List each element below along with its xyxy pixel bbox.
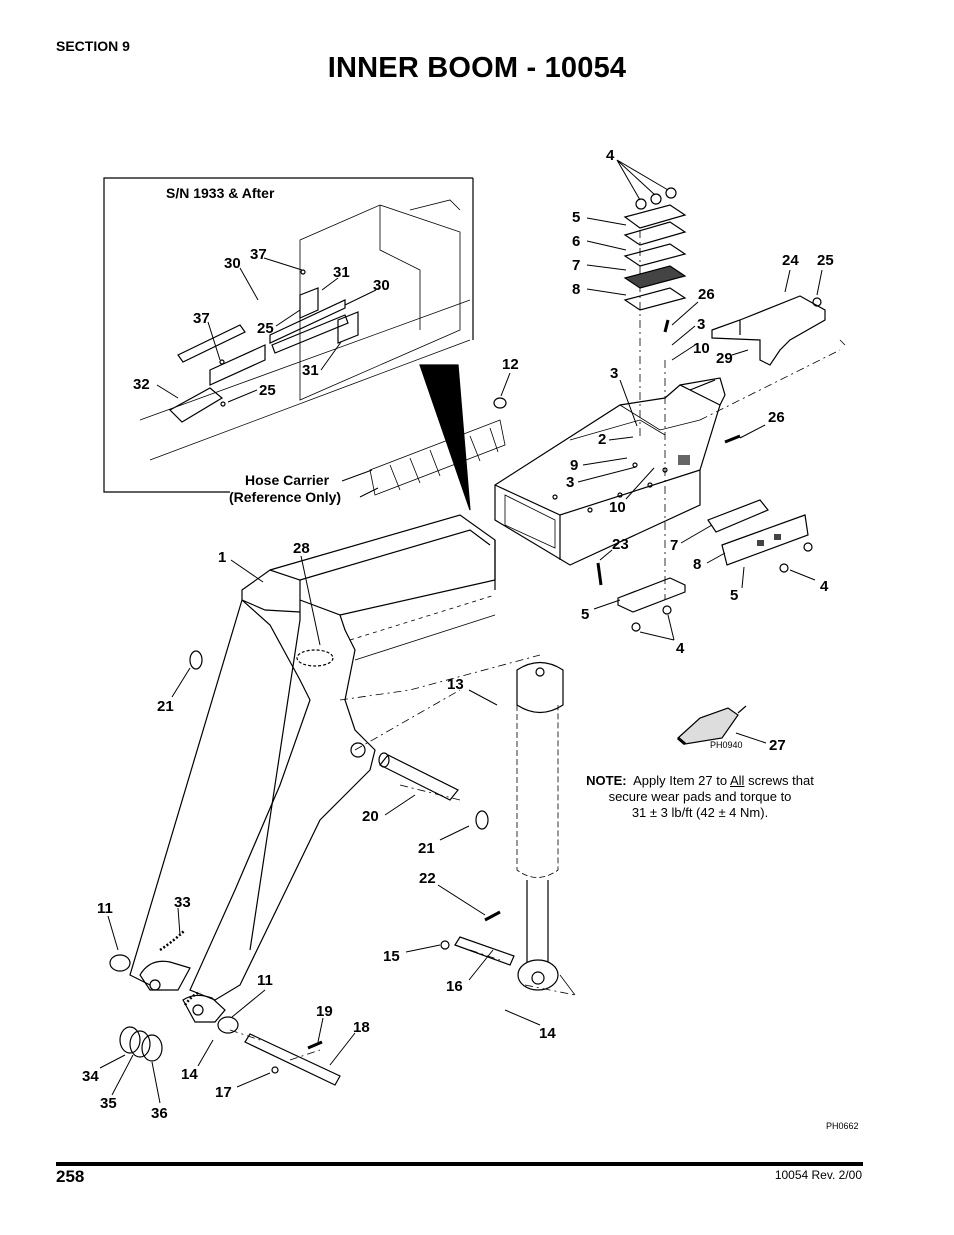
note-text-2: screws that secure wear pads and torque …	[608, 773, 814, 804]
inset-caption: S/N 1933 & After	[166, 185, 275, 201]
callout-4: 4	[606, 147, 615, 164]
callout-27: 27	[769, 737, 786, 754]
callout-5: 5	[572, 209, 580, 226]
inset-callout-30: 30	[373, 277, 390, 294]
callout-7: 7	[572, 257, 580, 274]
callout-23: 23	[612, 536, 629, 553]
callout-5: 5	[730, 587, 738, 604]
callout-8: 8	[572, 281, 580, 298]
callout-14: 14	[181, 1066, 198, 1083]
callout-3: 3	[610, 365, 618, 382]
wear-pad-24	[711, 295, 826, 366]
callout-4: 4	[676, 640, 685, 657]
callout-35: 35	[100, 1095, 117, 1112]
callout-28: 28	[293, 540, 310, 557]
inset-callout-31: 31	[333, 264, 350, 281]
callout-14: 14	[539, 1025, 556, 1042]
callout-21: 21	[157, 698, 174, 715]
page-number: 258	[56, 1167, 85, 1186]
callout-13: 13	[447, 676, 464, 693]
callout-18: 18	[353, 1019, 370, 1036]
callout-19: 19	[316, 1003, 333, 1020]
callout-25: 25	[817, 252, 834, 269]
callout-26: 26	[698, 286, 715, 303]
inset-callout-32: 32	[133, 376, 150, 393]
callout-numbers: 4 5 6 7 8 24 25 26 3 10 29 12 3 26 2 9 3…	[82, 147, 834, 1122]
callout-5: 5	[581, 606, 589, 623]
boom-head-bracket	[494, 377, 726, 566]
callout-33: 33	[174, 894, 191, 911]
inset-callout-25: 25	[259, 382, 276, 399]
inset-detail	[103, 177, 506, 511]
callout-22: 22	[419, 870, 436, 887]
hose-carrier-ref-label: (Reference Only)	[229, 489, 341, 505]
callout-10: 10	[609, 499, 626, 516]
callout-9: 9	[570, 457, 578, 474]
side-wear-pads	[707, 499, 813, 573]
wear-pad-bottom	[617, 577, 686, 632]
callout-34: 34	[82, 1068, 99, 1085]
callout-1: 1	[218, 549, 226, 566]
callout-24: 24	[782, 252, 799, 269]
callout-29: 29	[716, 350, 733, 367]
callout-4: 4	[820, 578, 829, 595]
callout-11: 11	[97, 900, 113, 917]
callout-3: 3	[697, 316, 705, 333]
section-label: SECTION 9	[56, 38, 130, 54]
note-torque-value: 31 ± 3 lb/ft (42 ± 4 Nm).	[631, 805, 769, 820]
callout-20: 20	[362, 808, 379, 825]
callout-15: 15	[383, 948, 400, 965]
note-text-1: Apply Item 27 to	[633, 773, 728, 788]
callout-3: 3	[566, 474, 574, 491]
page-title: INNER BOOM - 10054	[327, 52, 627, 84]
callout-16: 16	[446, 978, 463, 995]
callout-11: 11	[257, 972, 273, 989]
callout-8: 8	[693, 556, 701, 573]
photo-ref-main: PH0662	[826, 1121, 859, 1131]
lift-cylinder	[516, 661, 576, 996]
torque-note: NOTE: Apply Item 27 to All screws that s…	[566, 773, 834, 821]
threadlocker-tube	[677, 705, 747, 746]
revision-label: 10054 Rev. 2/00	[774, 1168, 862, 1182]
inner-boom	[129, 514, 496, 1023]
callout-26: 26	[768, 409, 785, 426]
wear-pad-stack-top	[623, 187, 687, 311]
inset-callout-37: 37	[193, 310, 210, 327]
callout-17: 17	[215, 1084, 232, 1101]
callout-2: 2	[598, 431, 606, 448]
note-prefix: NOTE:	[586, 773, 627, 788]
photo-ref-small: PH0940	[710, 740, 743, 750]
note-underlined: All	[730, 773, 745, 788]
callout-10: 10	[693, 340, 710, 357]
callout-12: 12	[502, 356, 519, 373]
callout-6: 6	[572, 233, 580, 250]
inset-callout-37: 37	[250, 246, 267, 263]
inset-callout-31: 31	[302, 362, 319, 379]
callout-21: 21	[418, 840, 435, 857]
inset-callout-30: 30	[224, 255, 241, 272]
callout-36: 36	[151, 1105, 168, 1122]
ref-marks	[839, 339, 846, 346]
inset-callout-25: 25	[257, 320, 274, 337]
callout-7: 7	[670, 537, 678, 554]
leader-lines	[99, 159, 823, 1104]
hose-carrier-label: Hose Carrier	[245, 472, 330, 488]
footer-rule	[56, 1162, 863, 1166]
pins-and-hardware	[109, 319, 741, 1086]
center-lines	[229, 230, 841, 1061]
